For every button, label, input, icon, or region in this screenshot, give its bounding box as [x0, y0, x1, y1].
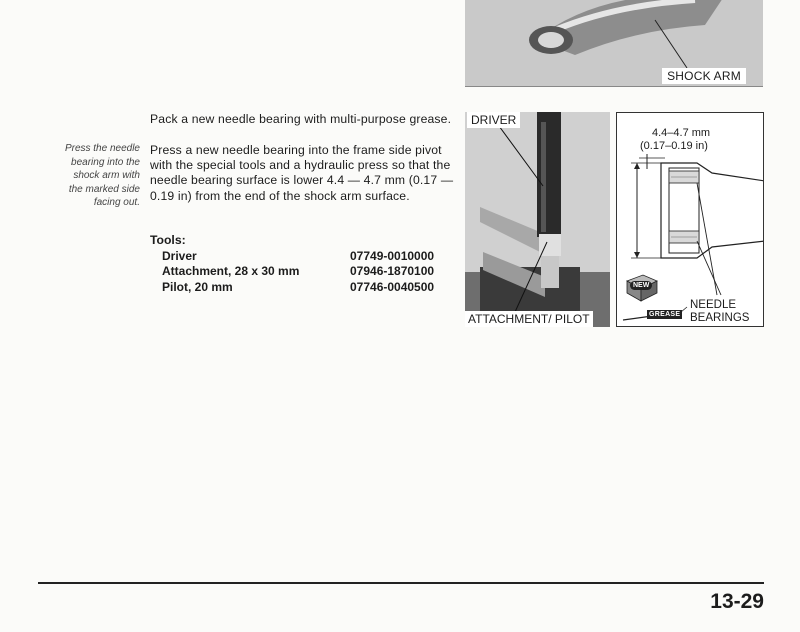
press-driver-photo-graphic	[465, 112, 610, 327]
press-driver-photo: DRIVER ATTACHMENT/ PILOT	[465, 112, 610, 327]
tool-row: Driver 07749-0010000	[162, 249, 447, 264]
tools-heading: Tools:	[150, 233, 186, 247]
instruction-paragraph-press: Press a new needle bearing into the fram…	[150, 143, 454, 203]
needle-bearings-label-line: NEEDLE	[690, 299, 737, 311]
page-number: 13-29	[710, 590, 764, 613]
new-part-icon: NEW	[630, 281, 653, 290]
side-note-line: shock arm with	[73, 170, 140, 181]
depth-dimension-mm: 4.4–4.7 mm	[652, 127, 711, 139]
grease-icon: GREASE	[647, 310, 683, 319]
needle-bearings-label-line: BEARINGS	[690, 312, 750, 324]
shock-arm-photo-graphic	[465, 0, 763, 86]
tool-name: Pilot, 20 mm	[162, 280, 233, 294]
tool-name: Attachment, 28 x 30 mm	[162, 264, 300, 278]
tool-number: 07749-0010000	[350, 249, 435, 263]
side-note-line: the marked side	[68, 183, 140, 195]
side-note-line: facing out.	[93, 197, 140, 208]
side-note-line: bearing into the	[71, 156, 140, 168]
needle-bearing-diagram: 4.4–4.7 mm (0.17–0.19 in) NEW GREASE NEE…	[616, 112, 764, 327]
attachment-pilot-label: ATTACHMENT/ PILOT	[465, 311, 593, 327]
shock-arm-photo: SHOCK ARM	[465, 0, 763, 87]
tool-number: 07746-0040500	[350, 280, 435, 294]
shock-arm-label: SHOCK ARM	[662, 68, 746, 84]
needle-bearing-diagram-graphic	[622, 154, 763, 321]
footer-rule	[38, 582, 764, 584]
tool-name: Driver	[162, 249, 197, 263]
tool-row: Attachment, 28 x 30 mm 07946-1870100	[162, 264, 447, 279]
side-note: Press the needle bearing into the shock …	[38, 142, 140, 210]
needle-bearings-label: NEEDLE BEARINGS	[690, 299, 749, 325]
instruction-paragraph-grease: Pack a new needle bearing with multi-pur…	[150, 112, 452, 126]
driver-label: DRIVER	[467, 112, 521, 128]
tool-number: 07946-1870100	[350, 264, 435, 278]
tool-row: Pilot, 20 mm 07746-0040500	[162, 280, 447, 295]
side-note-line: Press the needle	[64, 143, 140, 154]
depth-dimension-in: (0.17–0.19 in)	[640, 140, 708, 152]
